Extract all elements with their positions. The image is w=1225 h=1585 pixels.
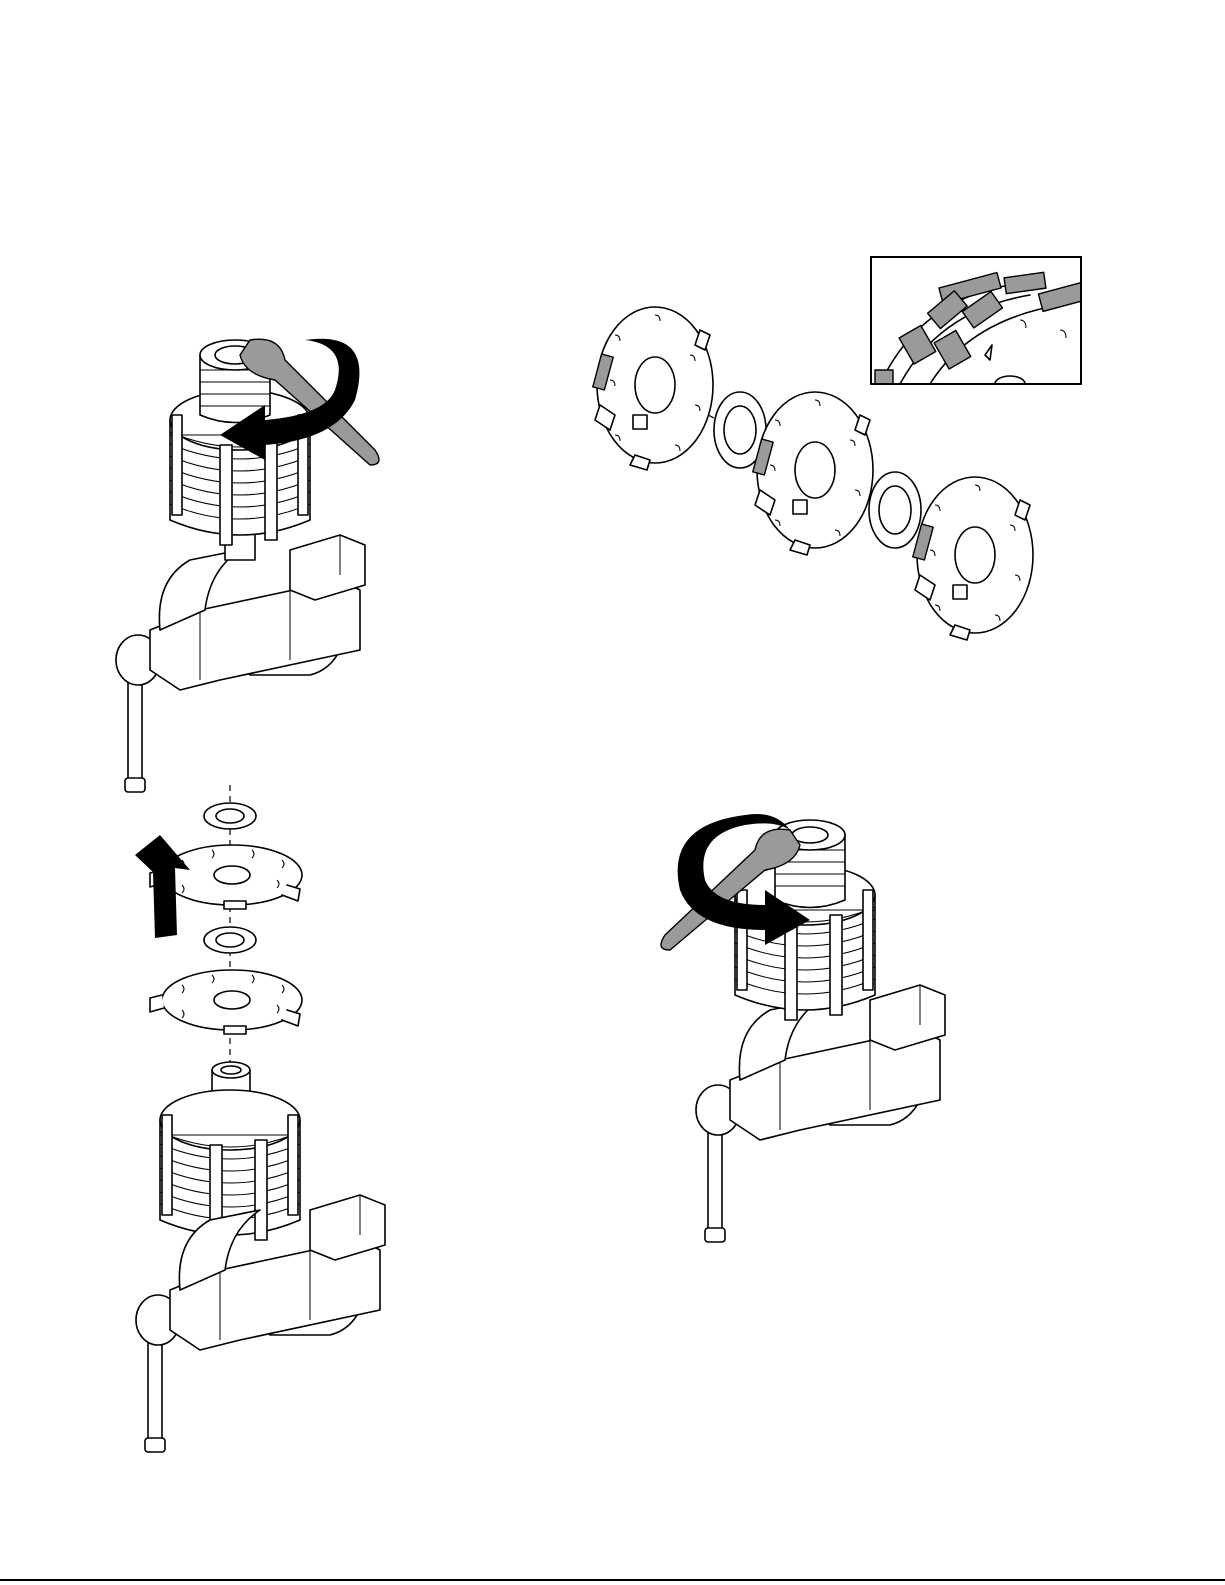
blade-icon	[593, 307, 713, 470]
spacer-icon	[869, 472, 921, 548]
blade-icon	[753, 392, 873, 555]
spacer-icon	[204, 803, 256, 829]
figure-lift-blades-off-arbor	[135, 785, 385, 1452]
vise-icon	[696, 985, 945, 1242]
vise-icon	[116, 535, 365, 792]
detail-inset	[871, 257, 1087, 392]
blade-icon	[913, 477, 1033, 640]
blade-icon	[150, 970, 302, 1034]
figure-exploded-blade-stack	[593, 257, 1087, 640]
figure-tighten-arbor-nut	[661, 814, 945, 1242]
spacer-icon	[204, 927, 256, 953]
figure-remove-arbor-nut	[116, 339, 379, 792]
